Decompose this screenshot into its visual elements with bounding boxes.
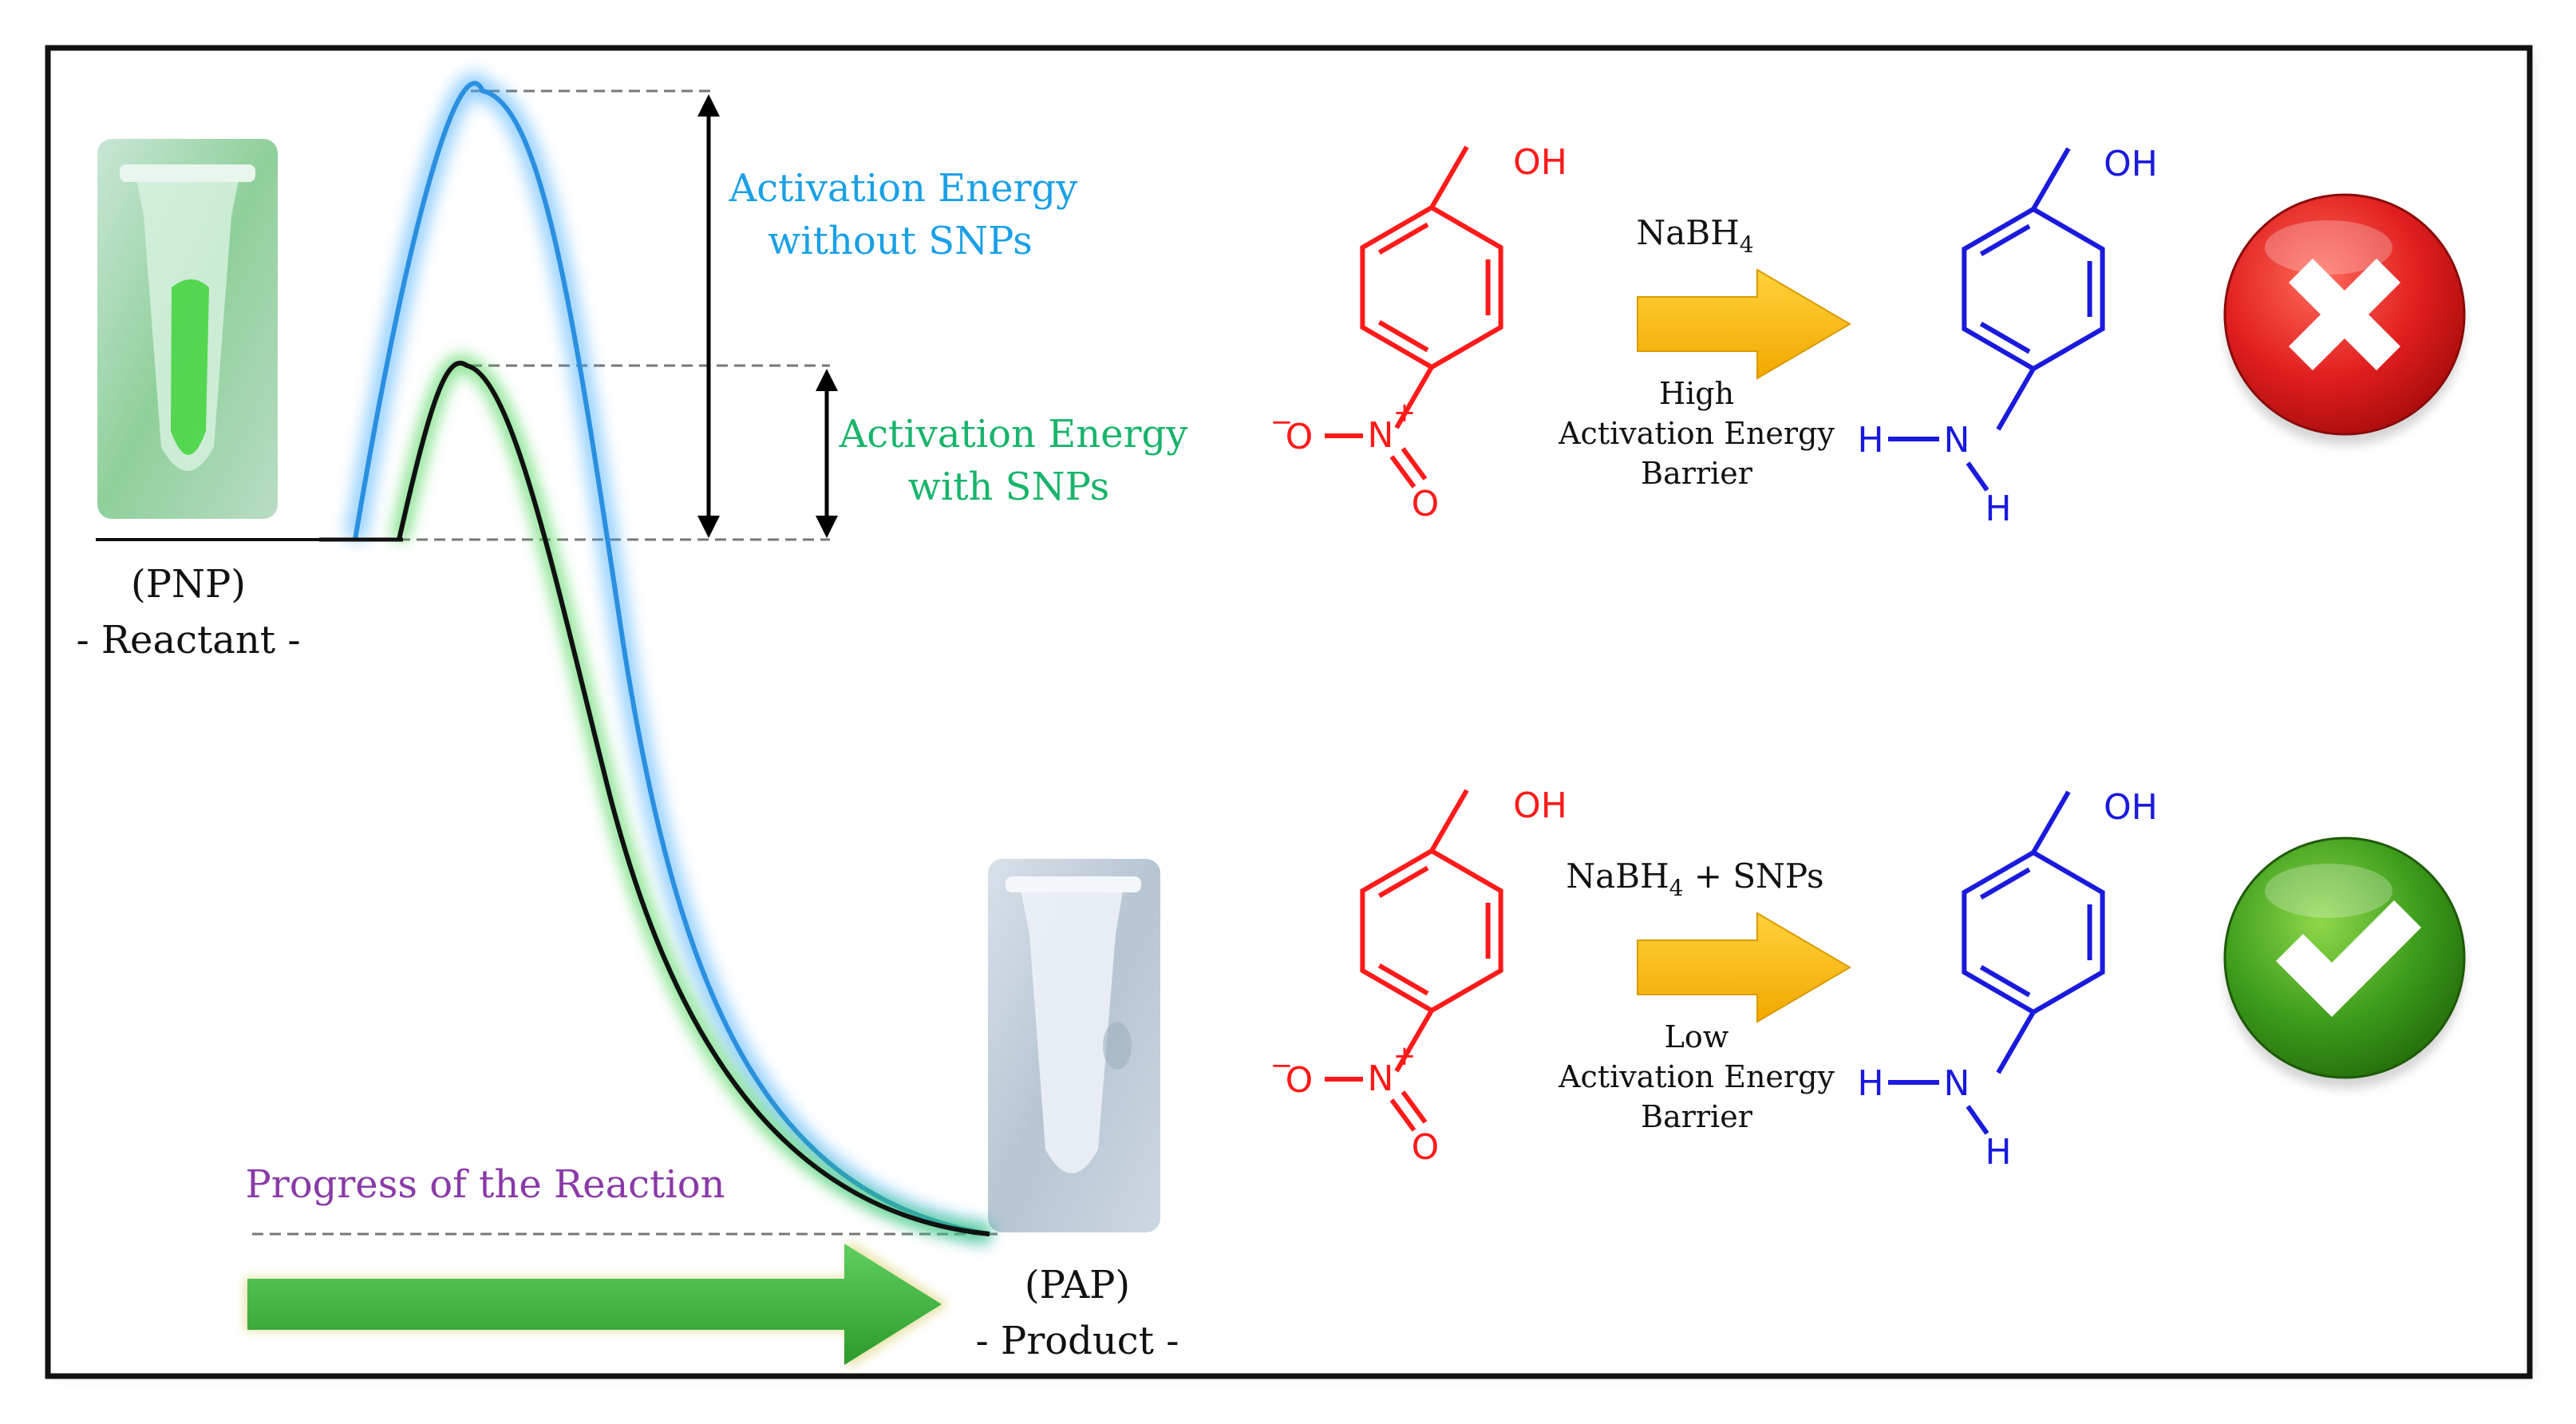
- reactant-benzene-double-bond-2: [1377, 222, 1429, 255]
- reaction-arrow: [1637, 268, 1851, 380]
- reactant-n-bond: [1394, 366, 1434, 429]
- barrier-line2: Activation Energy: [1558, 416, 1835, 451]
- product-h-left-label: H: [1857, 420, 1883, 461]
- barrier-line3: Barrier: [1641, 456, 1753, 491]
- label-without-line2: without SNPs: [768, 219, 1033, 263]
- reactant-o-minus-label: O: [1286, 1060, 1314, 1101]
- reactant-benzene-double-bond-1: [1377, 320, 1429, 353]
- outcome-highlight: [2265, 220, 2392, 275]
- curve-with-snps: [397, 360, 990, 1236]
- reactant-name: (PNP): [131, 562, 246, 607]
- reagent-main: NaBH: [1566, 856, 1669, 896]
- frame-border: [45, 45, 2533, 1379]
- activation-arrow-without: [697, 94, 720, 538]
- reactant-n-label: N: [1368, 415, 1394, 456]
- product-nh-bond-down: [1966, 461, 1989, 492]
- curve-without-snps: [353, 81, 990, 1236]
- activation-arrow-with: [816, 369, 838, 538]
- reaction-arrow: [1637, 912, 1851, 1023]
- reactant-oh-label: OH: [1513, 142, 1567, 183]
- product-role: - Product -: [976, 1319, 1179, 1363]
- reactant-o-minus-label: O: [1286, 417, 1314, 457]
- reagent-extra: + SNPs: [1684, 856, 1824, 896]
- cross-mark: [2289, 259, 2400, 370]
- reactant-no-double-b: [1401, 1090, 1428, 1124]
- product-n-label: N: [1944, 420, 1970, 461]
- check-mark: [2276, 900, 2421, 1017]
- product-benzene-double-bond-2: [1979, 223, 2031, 256]
- reagent-label: NaBH4: [1636, 213, 1753, 258]
- product-tube-image: [988, 859, 1160, 1232]
- product-oh-bond: [2031, 790, 2071, 854]
- reactant-n-charge: +: [1393, 1040, 1416, 1072]
- progress-label: Progress of the Reaction: [245, 1162, 725, 1207]
- reactant-o-label: O: [1412, 1127, 1440, 1168]
- reactant-oh-bond: [1429, 789, 1469, 852]
- reactant-benzene-double-bond-2: [1377, 865, 1429, 898]
- reactant-n-label: N: [1368, 1058, 1394, 1099]
- reactant-n-bond: [1394, 1009, 1434, 1073]
- product-oh-label: OH: [2104, 144, 2158, 184]
- product-oh-label: OH: [2104, 787, 2158, 828]
- product-n-bond: [1996, 367, 2036, 431]
- label-with-line2: with SNPs: [908, 465, 1109, 509]
- reagent-main: NaBH: [1636, 213, 1739, 252]
- product-benzene-double-bond-2: [1979, 867, 2031, 900]
- product-oh-bond: [2031, 147, 2071, 211]
- reactant-tube-image: [97, 139, 278, 519]
- label-with-line1: Activation Energy: [839, 412, 1188, 457]
- product-nh-bond-down: [1966, 1105, 1989, 1135]
- reagent-subscript: 4: [1740, 231, 1754, 258]
- barrier-line3: Barrier: [1641, 1099, 1753, 1134]
- barrier-line1: High: [1659, 376, 1734, 411]
- barrier-line1: Low: [1665, 1019, 1729, 1054]
- reactant-role: - Reactant -: [76, 618, 300, 663]
- outcome-highlight: [2265, 864, 2392, 918]
- barrier-line2: Activation Energy: [1558, 1059, 1835, 1094]
- reactant-no-double-a: [1389, 1098, 1416, 1132]
- product-benzene-double-bond-1: [1979, 322, 2031, 354]
- product-name: (PAP): [1025, 1263, 1130, 1307]
- reactant-oh-bond: [1429, 145, 1469, 209]
- product-n-bond: [1996, 1011, 2036, 1074]
- reagent-subscript: 4: [1669, 875, 1684, 901]
- reactant-o-charge: −: [1270, 406, 1294, 438]
- product-n-label: N: [1944, 1063, 1970, 1104]
- product-h-down-label: H: [1985, 1132, 2011, 1173]
- product-h-down-label: H: [1985, 489, 2011, 529]
- reactant-no-double-a: [1389, 455, 1416, 489]
- reactant-benzene-double-bond-1: [1377, 963, 1429, 996]
- label-without-line1: Activation Energy: [729, 166, 1078, 211]
- product-h-left-label: H: [1857, 1063, 1883, 1104]
- reactant-o-label: O: [1412, 484, 1440, 524]
- reactant-n-charge: +: [1393, 397, 1416, 429]
- progress-arrow: [244, 1239, 950, 1370]
- reagent-label: NaBH4 + SNPs: [1566, 856, 1823, 901]
- reactant-oh-label: OH: [1513, 785, 1567, 826]
- reactant-no-double-b: [1401, 447, 1428, 481]
- reactant-o-charge: −: [1270, 1050, 1294, 1082]
- product-benzene-double-bond-1: [1979, 965, 2031, 998]
